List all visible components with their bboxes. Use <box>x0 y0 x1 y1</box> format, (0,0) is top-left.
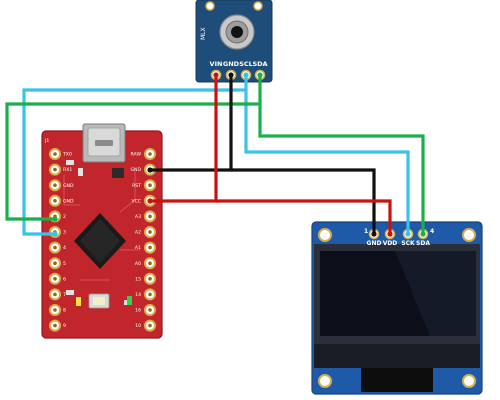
left-pin-hole <box>53 183 57 187</box>
oled-mount-hole-br <box>462 374 476 388</box>
reset-button-cap <box>93 297 105 305</box>
wire-red-vcc-oled <box>216 199 392 234</box>
smd-resistor <box>66 160 74 165</box>
right-pin-hole <box>148 214 152 219</box>
right-pin-label: A2 <box>135 230 141 236</box>
arduino-wire-end <box>147 167 153 173</box>
right-pin-hole <box>148 230 152 234</box>
led-green <box>127 296 132 305</box>
oled-mount-hole-tl <box>318 228 332 242</box>
oled-pin-number-last: 4 <box>430 228 434 235</box>
right-pin-label: A3 <box>135 214 141 220</box>
left-pin-label: 8 <box>63 308 66 314</box>
left-pin-hole <box>53 277 57 281</box>
left-pin-label: 3 <box>63 230 66 236</box>
right-pin-hole <box>148 183 152 187</box>
right-pin-label: RAW <box>131 152 142 158</box>
microcontroller-chip-die <box>80 219 120 263</box>
left-pin-label: 2 <box>63 214 66 220</box>
left-pin-label: 9 <box>63 323 66 329</box>
right-pin-label: A0 <box>135 261 141 267</box>
oled-pin-label: SDA <box>416 240 430 247</box>
left-pin-hole <box>53 199 57 203</box>
pcb-traces <box>63 170 140 281</box>
right-pin-label: RST <box>132 183 141 189</box>
right-pin-hole <box>148 308 152 312</box>
sensor-mount-hole-right <box>253 1 263 11</box>
wire-green-sda-branch <box>5 102 260 221</box>
right-pin-hole <box>148 245 152 250</box>
oled-pin-label: VDD <box>383 240 398 247</box>
oled-pin-label: GND <box>367 240 382 247</box>
led-yellow <box>76 297 81 306</box>
right-pin-hole <box>148 277 152 281</box>
board-label-j1: J1 <box>44 138 49 144</box>
oled-pin-label: SCK <box>401 240 415 247</box>
right-pin-hole <box>148 261 152 266</box>
arduino-wire-end <box>52 231 58 237</box>
right-pin-label: A1 <box>135 245 141 251</box>
right-pin-label: GND <box>130 167 141 173</box>
sensor-pin-label: VIN <box>210 60 223 68</box>
right-pin-label: 15 <box>135 276 141 282</box>
right-pin-hole <box>148 152 152 156</box>
wire-green-sda <box>258 76 425 234</box>
left-pin-label: TX0 <box>62 152 72 158</box>
left-pin-hole <box>53 323 57 328</box>
right-pin-label: 16 <box>135 308 141 314</box>
oled-screen-glare <box>395 251 476 336</box>
left-pin-label: GND <box>63 183 74 189</box>
right-pin-hole <box>148 323 152 328</box>
oled-mount-hole-bl <box>318 374 332 388</box>
arduino-wire-end <box>147 198 153 204</box>
right-pin-hole <box>148 292 152 297</box>
smd-resistor-2 <box>66 290 74 295</box>
smd-regulator <box>112 168 124 178</box>
left-pin-hole <box>53 245 57 250</box>
oled-pin-number-first: 1 <box>364 228 368 235</box>
left-pin-hole <box>53 261 57 266</box>
left-pin-hole <box>53 292 57 297</box>
sensor-pin-label: SCL <box>239 60 253 68</box>
wires <box>5 76 425 236</box>
sensor-mount-hole-left <box>205 1 215 11</box>
left-pin-hole <box>53 308 57 312</box>
right-pin-label: VCC <box>131 198 141 204</box>
left-pin-label: 5 <box>63 261 66 267</box>
left-pin-label: 6 <box>63 276 66 282</box>
left-pin-label: RX1 <box>63 167 72 173</box>
sensor-model-label: MLX <box>200 27 207 40</box>
oled-mount-hole-tr <box>462 228 476 242</box>
left-pin-label: 4 <box>63 245 66 251</box>
wire-cyan-scl <box>244 76 410 234</box>
right-pin-label: 14 <box>135 292 141 298</box>
sensor-pin-label: SDA <box>252 60 267 68</box>
wire-cyan-scl-branch <box>22 88 246 236</box>
left-pin-label: GND <box>63 198 74 204</box>
wire-black-gnd-oled <box>231 168 376 234</box>
left-pin-hole <box>53 152 57 156</box>
ir-sensor-window <box>231 26 243 38</box>
oled-ribbon-cable <box>361 368 433 392</box>
sensor-pin-label: GND <box>223 60 240 68</box>
oled-glass-bottom <box>314 344 480 368</box>
left-pin-hole <box>53 167 57 172</box>
arduino-wire-end <box>52 216 58 222</box>
usb-port-slot <box>95 140 113 146</box>
right-pin-label: 10 <box>135 323 141 329</box>
smd-capacitor <box>78 168 83 176</box>
left-pin-label: 7 <box>63 292 66 298</box>
